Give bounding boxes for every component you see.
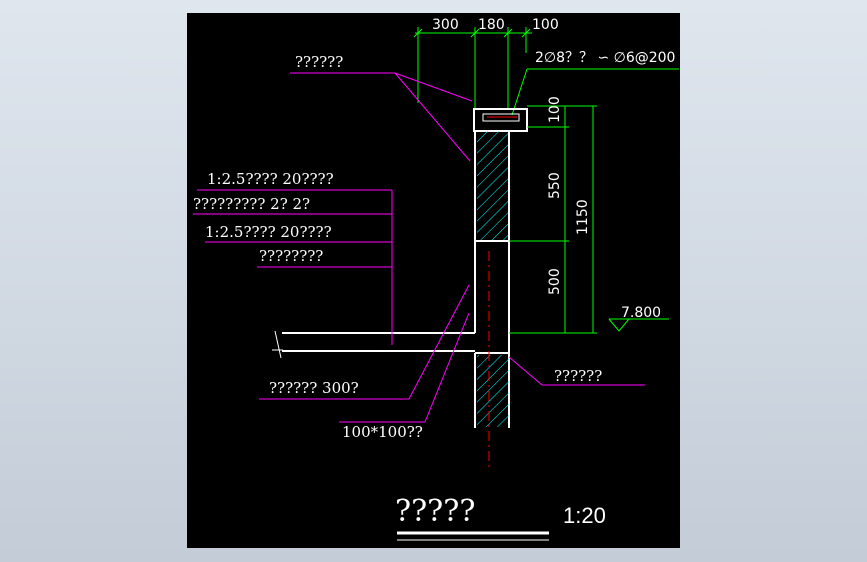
note-layer-4: ???????? bbox=[259, 247, 323, 265]
drawing-scale: 1:20 bbox=[563, 503, 606, 528]
left-annotations: ?????? 1:2.5???? 20???? ????????? 2? 2? … bbox=[193, 53, 473, 345]
dim-180: 180 bbox=[478, 17, 505, 33]
dim-1150: 1150 bbox=[575, 199, 591, 235]
drawing-title: ????? bbox=[395, 494, 475, 529]
note-waterproof: ?????? bbox=[295, 53, 343, 71]
drawing-title-block: ????? 1:20 bbox=[395, 494, 606, 541]
note-layer-1: 1:2.5???? 20???? bbox=[207, 170, 334, 188]
vertical-dimensions: 100 550 1150 500 bbox=[509, 96, 597, 334]
brick-wall-lower bbox=[477, 355, 509, 427]
note-layer-3: 1:2.5???? 20???? bbox=[205, 223, 332, 241]
dim-100-vert: 100 bbox=[547, 96, 563, 123]
rebar-note: 2∅8？？ ∽ ∅6@200 bbox=[511, 50, 679, 116]
elevation-text: 7.800 bbox=[621, 305, 661, 321]
elevation-marker: 7.800 bbox=[608, 305, 669, 332]
dim-300: 300 bbox=[432, 17, 459, 33]
note-slab: ?????? 300? bbox=[269, 379, 359, 397]
cad-drawing-canvas: 300 180 100 2∅8？？ ∽ ∅6@200 1 bbox=[187, 13, 680, 548]
brick-wall-upper bbox=[477, 131, 509, 241]
roof-slab bbox=[272, 330, 475, 359]
dim-500: 500 bbox=[547, 268, 563, 295]
dim-550: 550 bbox=[547, 172, 563, 199]
note-right: ?????? bbox=[554, 367, 602, 385]
rebar-note-text: 2∅8？？ ∽ ∅6@200 bbox=[535, 50, 675, 66]
dim-100-top: 100 bbox=[532, 17, 559, 33]
top-dimension-chain: 300 180 100 bbox=[413, 17, 559, 108]
wall-section bbox=[473, 108, 528, 468]
parapet-section-drawing: 300 180 100 2∅8？？ ∽ ∅6@200 1 bbox=[193, 17, 679, 541]
bottom-annotations: ?????? 300? 100*100?? ?????? bbox=[259, 284, 645, 441]
note-layer-2: ????????? 2? 2? bbox=[193, 195, 310, 213]
note-chamfer: 100*100?? bbox=[342, 423, 423, 441]
